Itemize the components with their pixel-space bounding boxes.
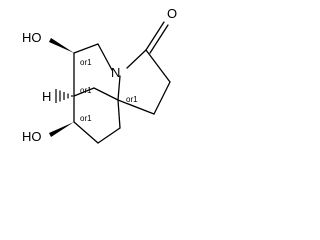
- bond-n-ch2: [97, 43, 113, 71]
- bond-bridgehead-ch2: [73, 87, 95, 97]
- bond-carbonyl-double-a: [145, 21, 165, 51]
- bond-ch2-ch2: [153, 81, 171, 115]
- bond-quaternary-n: [117, 75, 121, 101]
- bond-ch2-quaternary-bridge: [93, 87, 119, 101]
- bond-ch2-quaternary: [117, 99, 155, 115]
- atom-nitrogen: N: [111, 65, 120, 80]
- atom-hydroxyl-top: HO: [22, 30, 42, 45]
- bond-n-carbonyl: [126, 49, 147, 69]
- bond-carbonyl-double-b: [149, 24, 169, 54]
- atom-oxygen-carbonyl: O: [167, 6, 177, 21]
- wedge-bond-bottom-oh: [49, 122, 74, 137]
- atom-hydroxyl-bottom: HO: [22, 129, 42, 144]
- bond-ch2-quaternary-lower: [117, 99, 121, 129]
- stereo-label-c-quaternary: or1: [126, 95, 138, 104]
- bond-ch2-ch2-lower: [97, 127, 121, 144]
- bond-ch2-choh-top: [73, 43, 99, 54]
- wedge-bond-top-oh: [49, 38, 74, 53]
- stereo-label-c-bridgehead: or1: [80, 86, 92, 95]
- stereo-label-c-oh-bottom: or1: [80, 114, 92, 123]
- bond-choh-bottom-ch2: [73, 121, 99, 144]
- molecule-drawing: O N HO HO H or1 or1 or1 or1: [22, 6, 177, 144]
- hashed-bond-h: [55, 89, 73, 103]
- atom-bridgehead-hydrogen: H: [42, 89, 51, 104]
- stereo-label-c-oh-top: or1: [80, 58, 92, 67]
- bond-carbonyl-ch2: [145, 49, 171, 83]
- structure-diagram: O N HO HO H or1 or1 or1 or1: [0, 0, 188, 168]
